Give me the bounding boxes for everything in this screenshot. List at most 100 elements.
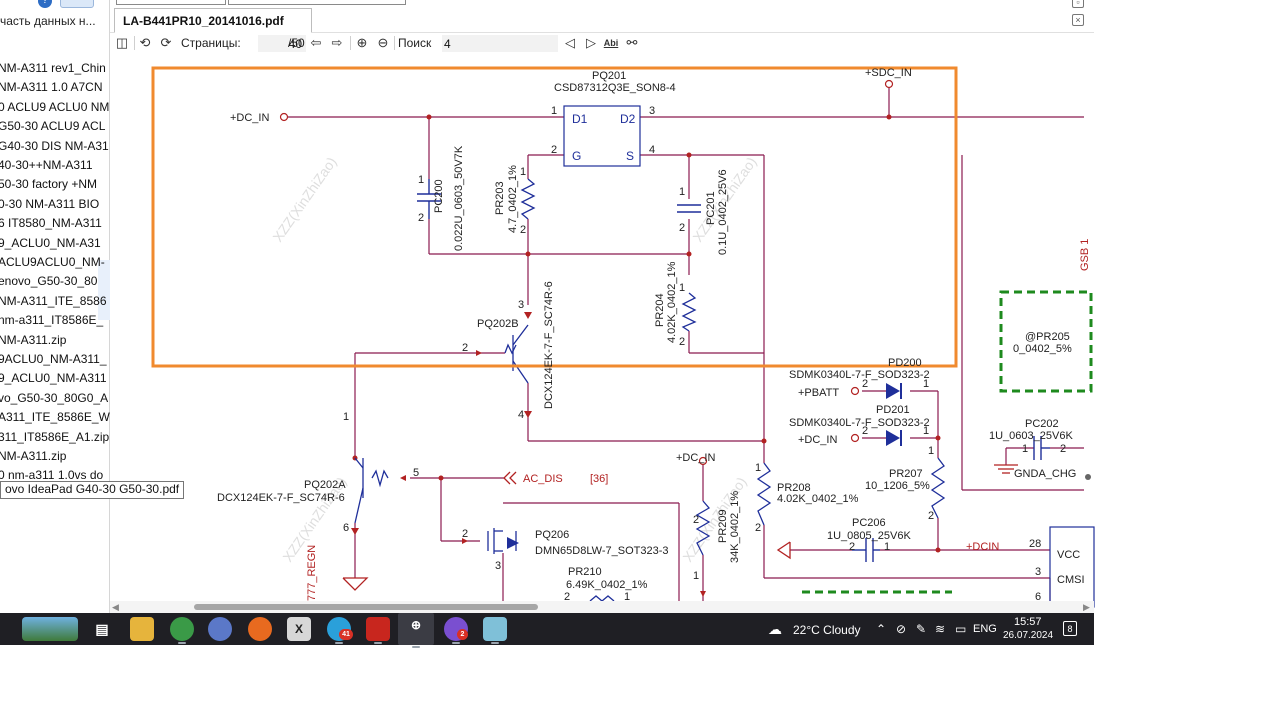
notification-count[interactable]: 8 [1063,621,1077,636]
file-list-item[interactable]: 0 ACLU9 ACLU0 NM [0,99,110,114]
panel-scroll-arrow[interactable] [98,260,110,320]
pdf-reader-icon[interactable] [366,617,390,644]
pr207-value-label: 10_1206_5% [865,480,930,492]
pages-label: Страницы: [181,36,241,50]
file-list-item[interactable]: 311_IT8586E_A1.zip [0,429,110,444]
match-case-icon[interactable]: Abi [603,38,619,48]
pr209-value-label: 34K_0402_1% [729,491,741,563]
firefox-icon[interactable] [248,617,272,641]
file-list-item[interactable]: 9_ACLU0_NM-A31 [0,235,101,250]
file-list-item[interactable]: 40-30++NM-A311 [0,158,93,172]
file-list-item[interactable]: G50-30 ACLU9 ACL [0,119,106,134]
question-icon[interactable]: ? [38,0,52,8]
pin-label: 2 [564,591,570,603]
pc202-value-label: 1U_0603_25V6K [989,430,1073,442]
pin-label: 2 [520,224,526,236]
pinwheel-app-icon[interactable] [208,617,232,641]
clock-time[interactable]: 15:57 [1014,616,1042,628]
tab-stub-left[interactable] [116,0,226,5]
horizontal-scrollbar[interactable]: ◀ ▶ [110,601,1094,613]
regn-net-label: 777_REGN [306,545,318,601]
window-restore-icon[interactable]: ▫ [1072,0,1084,8]
file-list-item[interactable]: A311_ITE_8586E_W [0,410,110,425]
file-list-item[interactable]: NM-A311 rev1_Chin [0,61,106,75]
back-arrow-icon[interactable]: ⇦ [310,35,322,50]
dc-in-label: +DC_IN [798,434,837,446]
telegram-icon[interactable]: 41 [327,617,353,644]
find-previous-icon[interactable]: ◁ [565,35,575,50]
scrollbar-thumb[interactable] [194,604,538,610]
pc200-label: PC200 [433,179,445,213]
pdf-page-view[interactable]: XZZ(XinZhiZao) XZZ(XinZhiZao) XZZ(XinZhi… [110,53,1095,613]
pq206-label: PQ206 [535,529,569,541]
cloud-icon[interactable]: ☁ [768,621,782,637]
pen-icon[interactable]: ✎ [916,622,927,636]
pin-label: 1 [923,378,929,390]
zoom-in-icon[interactable]: ⊕ [356,35,368,50]
forward-arrow-icon[interactable]: ⇨ [331,35,343,50]
page-number-input[interactable] [258,35,306,52]
pin-label: 2 [693,514,699,526]
dc-in-label: +DC_IN [676,452,715,464]
pr203-value-label: 4.7_0402_1% [507,165,519,233]
notes-app-icon[interactable] [483,617,507,644]
boardviewer-icon[interactable]: ⊕ [398,613,434,648]
file-list-item[interactable]: 9ACLU0_NM-A311_ [0,352,107,366]
file-list-item[interactable]: ACLU9ACLU0_NM- [0,255,105,269]
excel-like-icon[interactable]: X [287,617,311,641]
landscape-app-icon[interactable] [22,617,78,641]
file-list-item[interactable]: vo_G50-30_80G0_A [0,390,109,405]
file-list-item[interactable]: NM-A311 1.0 A7CN [0,80,103,95]
panel-button[interactable] [60,0,94,8]
file-list-item[interactable]: G40-30 DIS NM-A31 [0,138,109,153]
viber-icon[interactable]: 2 [444,617,468,644]
pin-label: 1 [1022,443,1028,455]
pr204-value-label: 4.02K_0402_1% [666,261,678,343]
battery-icon[interactable]: ▭ [955,622,967,636]
highlight-rectangle [151,66,958,368]
file-list-item[interactable]: 0 nm-a311 1.0vs do [0,468,104,483]
tab-pdf-document[interactable]: LA-B441PR10_20141016.pdf [114,8,312,33]
weather-text[interactable]: 22°C Cloudy [793,623,861,637]
close-tab-icon[interactable]: × [1072,14,1084,26]
pin-label: 2 [928,510,934,522]
search-input[interactable] [442,35,558,52]
pdf-toolbar: ◫ ⟲ ⟳ Страницы: /50 ⇦ ⇨ ⊕ ⊖ Поиск ◁ ▷ Ab… [110,33,1094,53]
file-list-item[interactable]: 9_ACLU0_NM-A311 [0,371,107,386]
scroll-marker [1085,474,1091,480]
wifi-icon[interactable]: ≋ [935,622,946,636]
file-list-item[interactable]: NM-A311.zip [0,449,67,463]
tab-stub-right[interactable] [228,0,406,5]
file-list-item[interactable]: enovo_G50-30_80 [0,274,98,289]
pin-label: 6 [343,522,349,534]
file-list-item[interactable]: NM-A311.zip [0,332,67,347]
file-explorer-icon[interactable] [130,617,154,641]
sidebar-icon[interactable]: ◫ [115,35,129,50]
file-list-item[interactable]: 0-30 NM-A311 BIO [0,196,100,211]
pin-label: 1 [693,570,699,582]
task-view-icon[interactable]: ▤ [95,621,109,637]
file-list-item[interactable]: 50-30 factory +NM [0,177,98,192]
pr210-value-label: 6.49K_0402_1% [566,579,648,591]
language-indicator[interactable]: ENG [973,623,997,635]
pbatt-label: +PBATT [798,387,839,399]
file-list-item[interactable]: nm-a311_IT8586E_ [0,313,104,328]
schematic-drawing: XZZ(XinZhiZao) XZZ(XinZhiZao) XZZ(XinZhi… [151,66,1095,608]
rotate-right-icon[interactable]: ⟳ [160,35,172,50]
clock-date[interactable]: 26.07.2024 [1003,630,1054,641]
file-list-item[interactable]: 6 IT8580_NM-A311 [0,216,102,231]
pin-label: 3 [649,105,655,117]
network-off-icon[interactable]: ⊘ [896,622,907,636]
binoculars-icon[interactable]: ⚯ [626,35,638,50]
ground-symbols [342,464,1018,591]
pq206-diode [507,537,519,549]
pd201-part-label: SDMK0340L-7-F_SOD323-2 [789,417,930,429]
file-list-item[interactable]: NM-A311_ITE_8586 [0,293,107,308]
rotate-left-icon[interactable]: ⟲ [139,35,151,50]
zoom-out-icon[interactable]: ⊖ [377,35,389,50]
chrome-icon[interactable] [170,617,194,644]
find-next-icon[interactable]: ▷ [586,35,596,50]
chevron-up-icon[interactable]: ⌃ [876,622,887,636]
gnda-chg-label: GNDA_CHG [1014,468,1076,480]
pin-label: 3 [1035,566,1041,578]
